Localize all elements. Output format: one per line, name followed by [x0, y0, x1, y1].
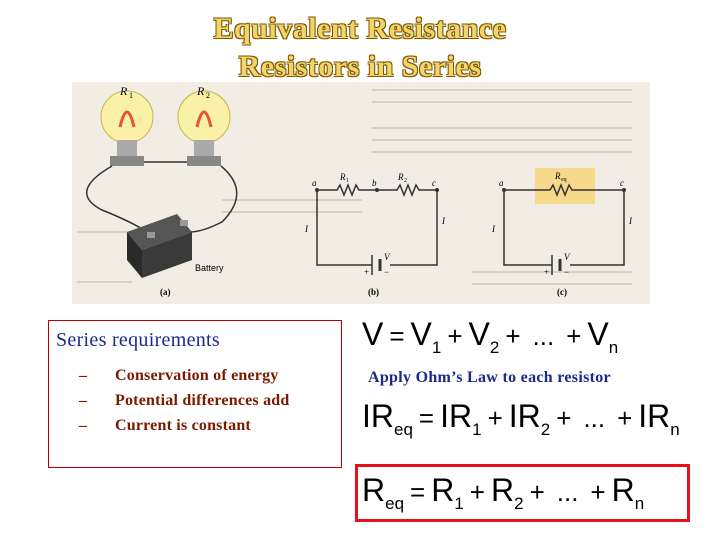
r1-label-b: R: [339, 172, 346, 182]
battery-label: Battery: [195, 263, 224, 273]
eq-term: IR: [440, 398, 473, 434]
ohms-law-equation: IReq=IR1+IR2+...+IRn: [362, 398, 680, 440]
requirements-heading: Series requirements: [56, 329, 220, 351]
ohms-law-note: Apply Ohm’s Law to each resistor: [368, 369, 611, 386]
eq-operator: +: [566, 321, 582, 351]
eq-subscript: 1: [431, 338, 442, 357]
list-dash: –: [79, 392, 88, 409]
eq-subscript: eq: [394, 420, 413, 439]
current-label-b2: I: [441, 216, 446, 226]
plus-label-b: +: [364, 267, 369, 277]
eq-term: V: [410, 316, 432, 352]
r1-subscript: 1: [129, 91, 133, 100]
eq-term: IR: [508, 398, 541, 434]
current-label-c2: I: [628, 216, 633, 226]
eq-subscript: n: [670, 420, 680, 439]
eq-subscript: eq: [385, 494, 405, 513]
eq-subscript: 2: [540, 420, 551, 439]
eq-term: R: [362, 472, 386, 508]
r2-subscript: 2: [206, 91, 210, 100]
bulb-r2: [177, 90, 231, 166]
circuit-c: [503, 182, 625, 275]
current-label-b1: I: [304, 224, 309, 234]
list-dash: –: [79, 367, 88, 384]
requirements-list: – Conservation of energy – Potential diffe…: [61, 363, 289, 438]
bulb-r1: [100, 90, 154, 166]
eq-operator: =: [418, 403, 435, 433]
req-label-c: R: [554, 171, 561, 181]
eq-term: V: [587, 316, 609, 352]
caption-c: (c): [557, 287, 567, 297]
voltage-label-b: V: [384, 252, 391, 262]
req-highlight: [535, 168, 595, 204]
eq-operator: +: [505, 321, 521, 351]
equivalent-resistance-equation: Req=R1+R2+...+Rn: [362, 472, 644, 514]
eq-operator: +: [447, 321, 463, 351]
eq-term: IR: [362, 398, 394, 434]
slide-title-line1: Equivalent Resistance: [213, 12, 507, 45]
voltage-label-c: V: [564, 252, 571, 262]
eq-operator: +: [469, 477, 485, 507]
list-item-text: Potential differences add: [115, 392, 290, 409]
eq-subscript: n: [608, 338, 619, 357]
eq-operator: +: [487, 403, 503, 433]
eq-ellipsis: ...: [532, 321, 555, 351]
eq-term: V: [362, 316, 384, 352]
eq-term: IR: [638, 398, 671, 434]
circuit-figure: R 1 R 2 Battery (a) a b c R 1: [72, 82, 650, 304]
node-a-c: a: [499, 178, 504, 188]
caption-a: (a): [160, 287, 171, 297]
eq-operator: +: [617, 403, 633, 433]
eq-subscript: 2: [489, 338, 500, 357]
list-item-text: Current is constant: [115, 417, 251, 434]
r1-subscript-b: 1: [346, 178, 349, 184]
eq-operator: +: [590, 477, 606, 507]
list-item: – Conservation of energy: [61, 363, 289, 388]
list-item: – Potential differences add: [61, 388, 289, 413]
eq-ellipsis: ...: [583, 403, 606, 433]
eq-term: V: [468, 316, 490, 352]
eq-term: R: [431, 472, 455, 508]
eq-operator: =: [389, 321, 405, 351]
current-label-c1: I: [491, 224, 496, 234]
list-item: – Current is constant: [61, 413, 289, 438]
slide-title-line2: Resistors in Series: [238, 50, 482, 83]
equivalent-resistance-result-box: [355, 464, 690, 522]
list-dash: –: [79, 417, 88, 434]
list-item-text: Conservation of energy: [115, 367, 279, 384]
eq-term: R: [611, 472, 635, 508]
node-c-b: c: [432, 178, 436, 188]
eq-subscript: n: [634, 494, 645, 513]
eq-operator: +: [529, 477, 545, 507]
node-c-c: c: [620, 178, 624, 188]
series-requirements-box: Series requirements – Conservation of ene…: [48, 320, 342, 468]
req-subscript-c: eq: [561, 177, 567, 183]
plus-label-c: +: [544, 267, 549, 277]
node-b-b: b: [372, 178, 377, 188]
eq-term: R: [490, 472, 515, 508]
minus-label-c: −: [564, 267, 569, 277]
r1-label: R: [119, 84, 128, 98]
voltage-sum-equation: V=V1+V2+...+Vn: [362, 316, 618, 358]
r2-subscript-b: 2: [404, 178, 407, 184]
eq-ellipsis: ...: [556, 477, 579, 507]
minus-label-b: −: [384, 267, 389, 277]
caption-b: (b): [368, 287, 379, 297]
eq-operator: +: [556, 403, 572, 433]
battery: [127, 214, 192, 278]
r2-label: R: [196, 84, 205, 98]
circuit-b: [316, 182, 438, 275]
eq-subscript: 2: [514, 494, 524, 513]
r2-label-b: R: [397, 172, 404, 182]
eq-subscript: 1: [472, 420, 482, 439]
circuit-diagram: R 1 R 2 Battery (a) a b c R 1: [77, 84, 633, 297]
eq-operator: =: [410, 477, 426, 507]
node-a-b: a: [312, 178, 317, 188]
eq-subscript: 1: [454, 494, 464, 513]
